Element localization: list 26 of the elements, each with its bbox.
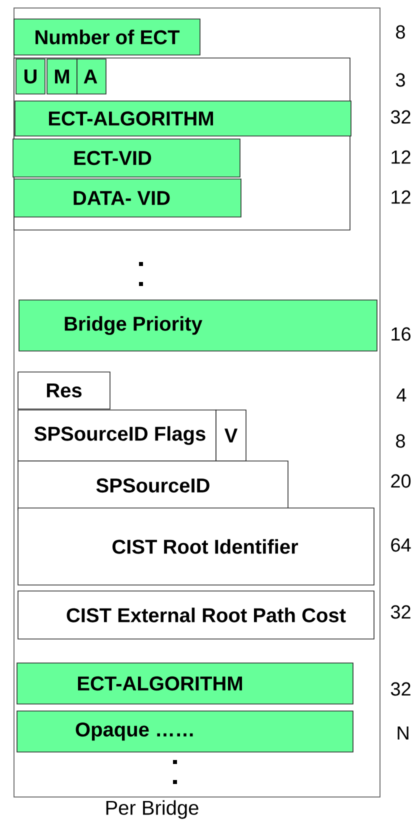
field-box: U — [16, 58, 46, 94]
field-box: ECT-ALGORITHM — [14, 100, 352, 136]
bit-count: 3 — [396, 73, 405, 87]
field-box: A — [76, 58, 106, 94]
bit-count: 32 — [390, 110, 410, 124]
bit-count: 8 — [396, 434, 405, 448]
field-box: M — [46, 58, 78, 94]
field-box: Number of ECT — [14, 18, 200, 56]
field-box: DATA- VID — [14, 178, 242, 218]
bit-count: N — [398, 726, 408, 740]
bit-count: 32 — [390, 605, 410, 619]
field-box: Bridge Priority — [18, 300, 378, 352]
field-box: Opaque …… — [16, 710, 354, 752]
field-box: ECT-VID — [12, 138, 240, 178]
bit-count: 8 — [396, 25, 405, 39]
field-box: CIST External Root Path Cost — [18, 590, 374, 640]
field-box: Res — [18, 372, 110, 410]
bit-count: 12 — [392, 190, 410, 204]
bit-count: 20 — [391, 474, 411, 488]
bit-count: 4 — [396, 388, 406, 402]
bit-count: 64 — [391, 538, 411, 552]
bit-count: 32 — [390, 682, 410, 696]
frame-label: Per Bridge — [106, 800, 198, 819]
field-box: V — [216, 410, 246, 462]
bit-count: 12 — [392, 150, 410, 164]
field-box: ECT-ALGORITHM — [16, 662, 354, 704]
